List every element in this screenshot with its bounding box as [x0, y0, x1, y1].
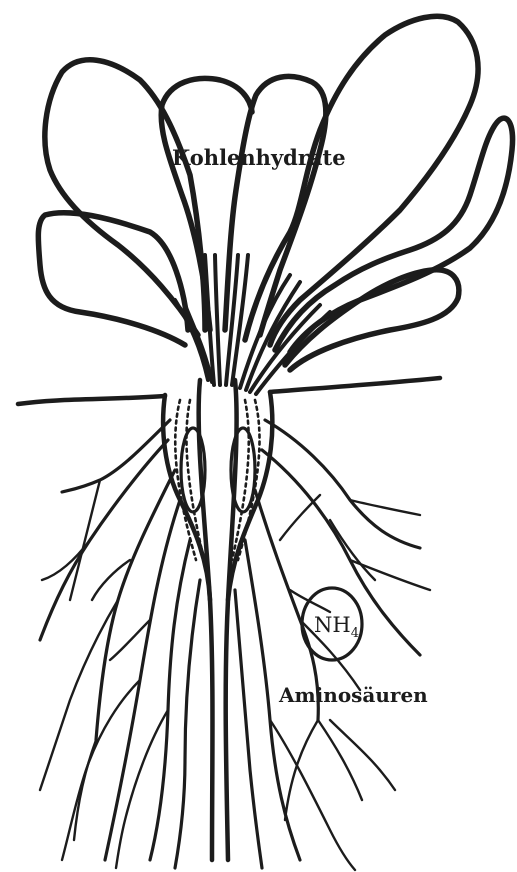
leaves	[38, 16, 512, 370]
taproot	[163, 380, 272, 860]
leaf-far-left	[38, 213, 188, 345]
amino-acids-label: Aminosäuren	[278, 683, 428, 707]
leaf-veins	[175, 255, 330, 394]
ground-line-right	[270, 378, 440, 392]
inner-tissue	[175, 400, 259, 560]
ground-line-left	[18, 396, 165, 404]
ammonium-label: NH4	[314, 613, 359, 641]
ammonium-marker: NH4	[302, 588, 362, 660]
leaf-lower-right	[285, 270, 459, 370]
carbohydrates-label: Kohlenhydrate	[172, 145, 346, 170]
